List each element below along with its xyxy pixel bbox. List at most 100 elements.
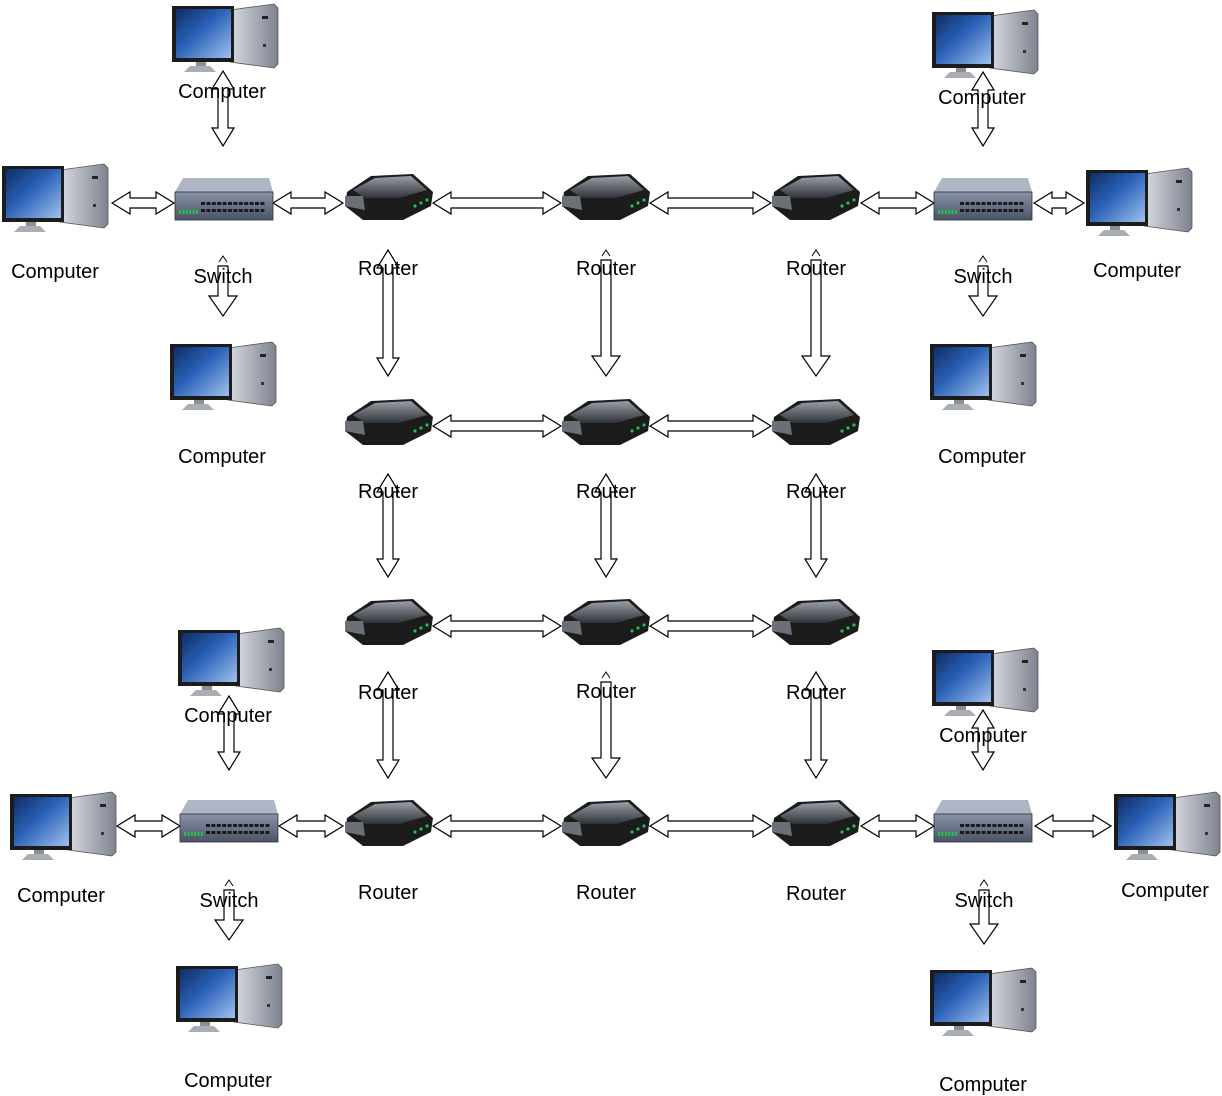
router-label: Router	[358, 882, 418, 904]
router-side	[562, 621, 582, 635]
router-node: Router	[772, 399, 860, 503]
status-led	[642, 198, 646, 202]
port	[254, 831, 259, 834]
router-label: Router	[358, 682, 418, 704]
router-side	[772, 621, 792, 635]
down-arrow	[967, 265, 999, 318]
port	[217, 202, 222, 205]
computer-label: Computer	[178, 446, 266, 468]
router-label: Router	[786, 258, 846, 280]
status-led	[948, 832, 951, 836]
port	[1008, 202, 1013, 205]
router-top	[353, 401, 427, 423]
status-led	[938, 210, 940, 214]
status-led	[852, 423, 856, 427]
port	[981, 209, 986, 212]
status-led	[636, 426, 640, 430]
router-icon	[345, 800, 433, 846]
port	[965, 202, 970, 205]
port	[976, 209, 981, 212]
status-led	[846, 426, 850, 430]
port	[243, 831, 248, 834]
port	[260, 202, 265, 205]
port	[233, 209, 238, 212]
status-led	[190, 832, 193, 836]
status-led	[944, 210, 947, 214]
computer-node: Computer	[176, 963, 283, 1092]
port	[260, 831, 264, 834]
double-arrow	[431, 613, 563, 639]
router-node: Router	[562, 174, 650, 280]
monitor-screen	[936, 653, 991, 702]
monitor-screen	[1118, 797, 1173, 846]
computer-icon	[10, 791, 117, 860]
port	[249, 209, 254, 212]
computer-node: Computer	[932, 9, 1039, 109]
power-button	[93, 204, 96, 207]
status-led	[630, 629, 634, 633]
double-arrow	[859, 190, 936, 216]
port	[260, 209, 265, 212]
port	[211, 831, 216, 834]
computer-label: Computer	[1093, 260, 1181, 282]
double-arrow	[277, 813, 345, 839]
status-led	[413, 204, 417, 208]
status-led	[425, 198, 429, 202]
tower-case	[235, 627, 285, 693]
router-top	[570, 401, 644, 423]
monitor-stand	[1098, 230, 1130, 236]
port	[992, 209, 997, 212]
computer-node: Computer	[1086, 167, 1193, 282]
port	[238, 824, 243, 827]
computer-node: Computer	[172, 3, 279, 103]
status-led	[955, 210, 957, 214]
port	[206, 209, 211, 212]
status-led	[425, 423, 429, 427]
status-led	[642, 423, 646, 427]
router-side	[562, 196, 582, 210]
computer-label: Computer	[938, 446, 1026, 468]
switch-icon	[179, 800, 279, 843]
power-button	[1021, 382, 1024, 385]
down-arrow	[590, 681, 622, 780]
router-side	[345, 822, 365, 836]
port	[222, 824, 227, 827]
computer-label: Computer	[178, 81, 266, 103]
port	[987, 824, 991, 827]
port	[1008, 831, 1013, 834]
switch-icon	[933, 800, 1033, 843]
computer-label: Computer	[184, 1070, 272, 1092]
router-node: Router	[345, 399, 433, 503]
monitor-stand	[190, 690, 222, 696]
computer-icon	[1114, 791, 1221, 860]
status-led	[630, 204, 634, 208]
port	[987, 209, 991, 212]
monitor-screen	[1090, 173, 1145, 222]
power-button	[1023, 50, 1026, 53]
computer-node: Computer	[932, 647, 1039, 747]
port	[976, 202, 981, 205]
monitor-neck	[194, 400, 204, 406]
router-node: Router	[772, 800, 860, 905]
computer-label: Computer	[938, 87, 1026, 109]
port	[987, 202, 991, 205]
tower-case	[67, 791, 117, 857]
router-icon	[345, 174, 433, 220]
switch-body	[174, 191, 274, 221]
double-arrow	[803, 472, 829, 579]
port	[1014, 209, 1018, 212]
port	[216, 831, 221, 834]
status-led	[419, 626, 423, 630]
status-led	[179, 210, 181, 214]
monitor-neck	[1138, 850, 1148, 856]
status-led	[419, 827, 423, 831]
switch-icon	[933, 178, 1033, 221]
computer-icon	[930, 341, 1037, 410]
router-icon	[772, 174, 860, 220]
port	[206, 824, 210, 827]
monitor-stand	[942, 404, 974, 410]
router-icon	[562, 599, 650, 645]
status-led	[413, 429, 417, 433]
drive-bay	[1022, 22, 1028, 25]
router-label: Router	[358, 258, 418, 280]
